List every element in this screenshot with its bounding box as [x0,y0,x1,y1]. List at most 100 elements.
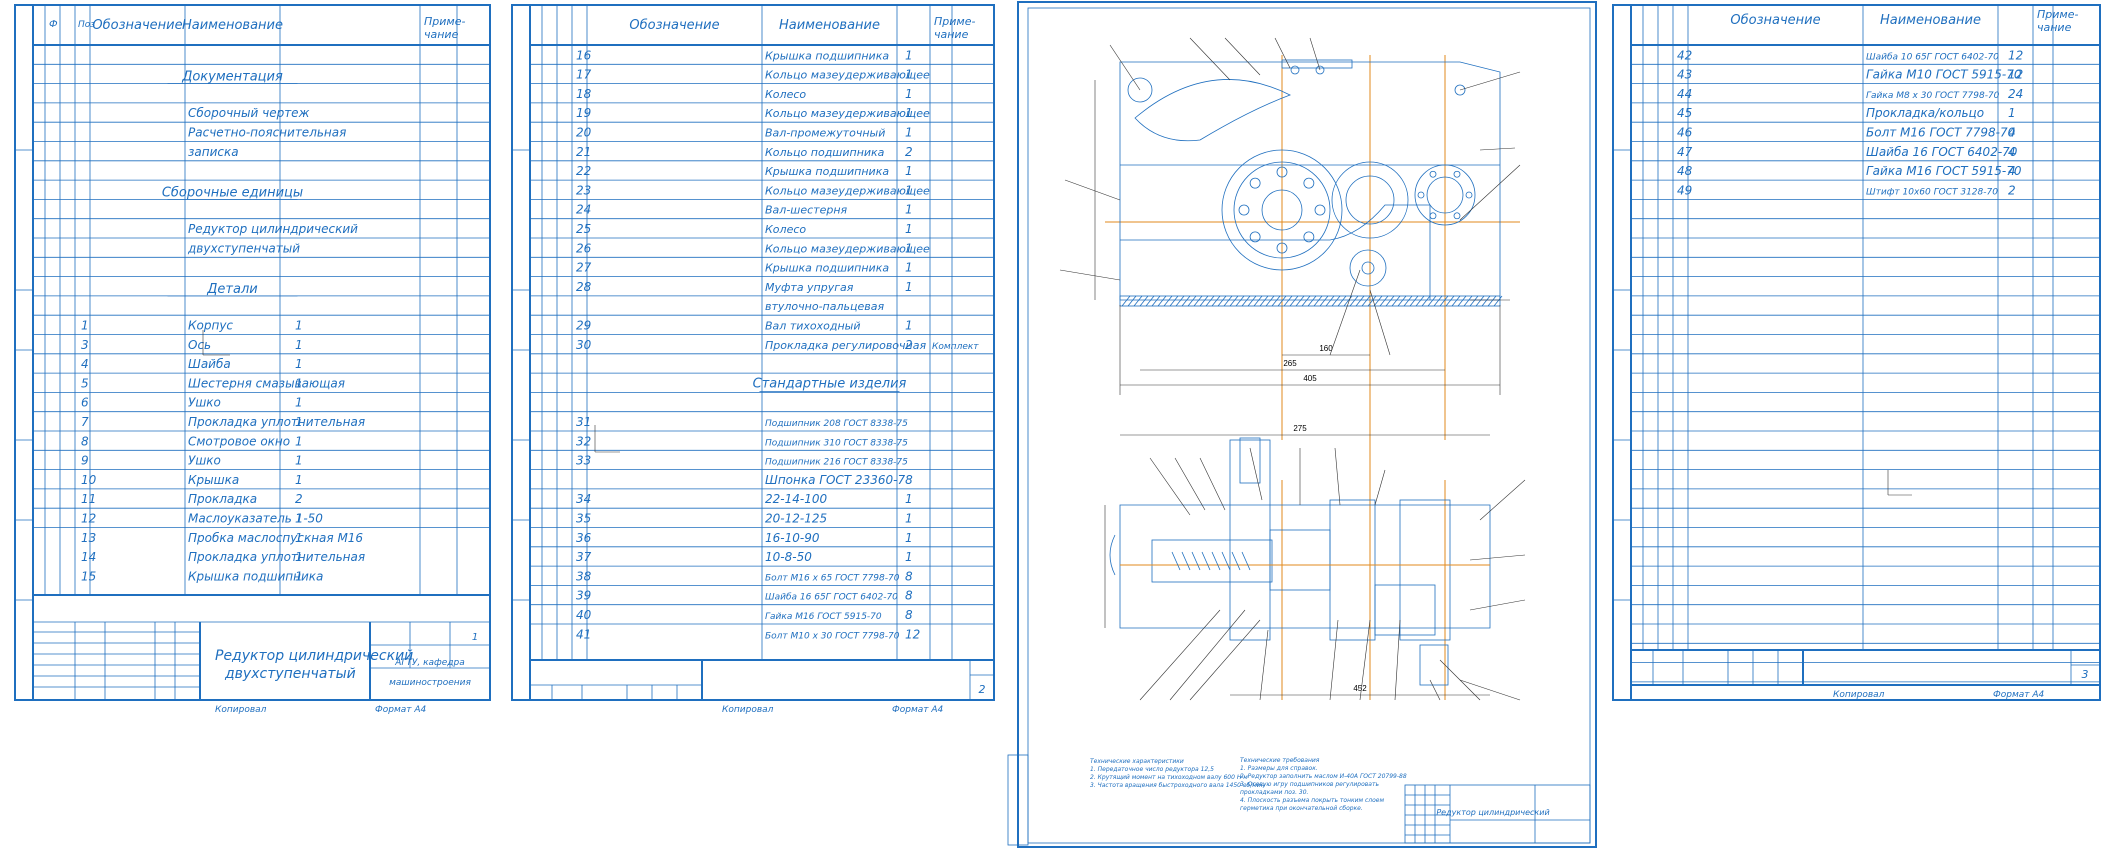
hatch-line [1343,295,1353,307]
header-designation: Обозначение [1730,13,1820,28]
part-qty: 8 [905,569,913,583]
tech-req-line: 1. Передаточное число редуктора 12,5 [1090,766,1214,773]
leader-line [1394,619,1401,701]
hatch-line [1171,551,1181,571]
sheet-number: 3 [2082,668,2089,681]
hatch-line [1433,295,1443,307]
header-designation: Обозначение [92,18,182,33]
bolt-hole [1429,170,1437,178]
hatch-line [1217,295,1227,307]
leader-line [1189,619,1261,701]
hatch-line [1139,295,1149,307]
part-name: Смотровое окно [188,434,290,448]
doc-name: двухступенчатый [187,241,300,255]
leader-line [1149,457,1191,516]
part-pos: 37 [576,550,592,564]
part-name: Прокладка уплотнительная [188,550,365,564]
hatch-line [1295,295,1305,307]
leader-line [1459,71,1521,91]
part-qty: 4 [2008,145,2016,159]
part-name: Ушко [188,454,221,468]
part-pos: 40 [576,608,592,622]
part-qty: 12 [905,627,920,641]
leader-line [1259,629,1269,701]
hatch-line [1415,295,1425,307]
part-qty: 2 [905,338,913,352]
part-name: Колесо [765,223,806,236]
part-name: Болт М16 х 65 ГОСТ 7798-70 [765,573,900,583]
tech-req-line: герметика при окончательной сборке. [1240,805,1363,812]
part-name: Кольцо мазеудерживающее [765,242,930,255]
part-qty: 1 [905,222,913,236]
header-note: Приме- [424,15,465,28]
hatch-line [1253,295,1263,307]
tech-req-line: 4. Плоскость разъема покрыть тонким слое… [1240,797,1384,804]
hatch-line [1229,295,1239,307]
bolt-hole [1314,204,1326,216]
hatch-line [1409,295,1419,307]
section-title: Документация [181,70,283,85]
oil-gear [1349,249,1387,287]
part-name: Ось [188,338,211,352]
hatch-line [1193,295,1203,307]
part-pos: 14 [81,550,96,564]
bearing-cover [1414,164,1476,226]
leader-line [1169,609,1246,701]
header-name: Наименование [779,18,880,33]
input-shaft [1151,539,1273,583]
part-name: Шестерня смазывающая [188,376,345,390]
part-pos: 44 [1677,87,1692,101]
part-qty: 12 [2008,68,2023,82]
hatch-line [1211,551,1221,571]
part-pos: 13 [81,531,96,545]
lifting-eye [1454,84,1466,96]
part-name: Болт М10 х 30 ГОСТ 7798-70 [765,631,900,641]
hatch-line [1313,295,1323,307]
part-name: 16-10-90 [765,531,820,545]
hatch-line [1241,551,1251,571]
part-pos: 26 [576,241,592,255]
part-name: Подшипник 216 ГОСТ 8338-75 [765,458,908,468]
part-pos: 5 [81,376,89,390]
hatch-line [1337,295,1347,307]
hatch-line [1163,295,1173,307]
hatch-line [1283,295,1293,307]
part-pos: 21 [576,145,591,159]
header-pos: Поз [78,20,95,30]
header-note: чание [2037,21,2072,34]
hatch-line [1469,295,1479,307]
bolt-hole [1417,191,1425,199]
hatch-line [1175,295,1185,307]
leader-line [1064,179,1121,201]
leader-line [1479,147,1516,151]
part-pos: 34 [576,492,591,506]
part-name: Гайка М8 х 30 ГОСТ 7798-70 [1866,91,2000,101]
leader-line [1329,619,1339,701]
part-qty: 1 [2008,106,2016,120]
hatch-line [1201,551,1211,571]
leader-line [1189,37,1231,81]
gear-wheel [1331,161,1409,239]
part-pos: 49 [1677,183,1692,197]
part-name: Штифт 10х60 ГОСТ 3128-70 [1866,187,1998,197]
hatch-line [1379,295,1389,307]
leader-line [1459,679,1521,701]
title-block-org: АГТУ, кафедра [394,658,465,668]
part-pos: 31 [576,415,591,429]
part-pos: 9 [81,454,89,468]
bolt-hole [1249,177,1261,189]
part-pos: 48 [1677,164,1693,178]
gear-hub [1345,175,1395,225]
part-qty: 1 [295,415,303,429]
hatch-line [1487,295,1497,307]
leader-line [1374,469,1386,506]
part-pos: 46 [1677,126,1693,140]
part-qty: 1 [295,396,303,410]
hatch-line [1211,295,1221,307]
part-qty: 1 [295,454,303,468]
hatch-line [1247,295,1257,307]
header-format: Ф [49,19,58,30]
part-qty: 1 [905,550,913,564]
hatch-line [1191,551,1201,571]
